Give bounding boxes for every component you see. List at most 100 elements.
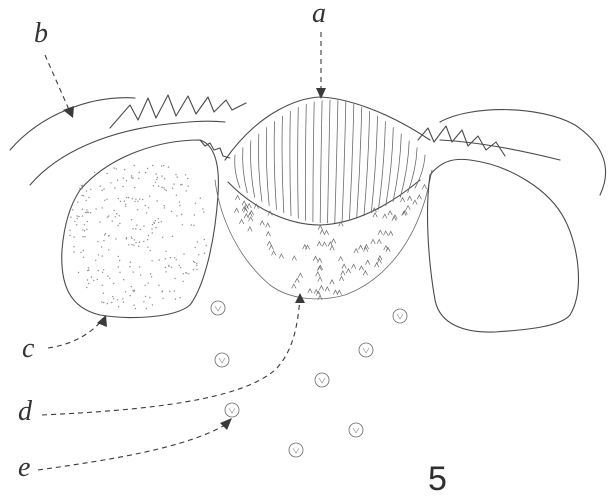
stipple-dot xyxy=(126,180,127,181)
right-lobe xyxy=(428,110,606,332)
stipple-dot xyxy=(102,285,103,286)
stipple-dot xyxy=(172,236,173,237)
stipple-dot xyxy=(125,206,126,207)
stipple-dot xyxy=(137,209,138,210)
denticle xyxy=(317,242,321,246)
stipple-dot xyxy=(118,225,119,226)
stipple-dot xyxy=(130,295,131,296)
denticle xyxy=(325,287,329,291)
stipple-dot xyxy=(179,265,180,266)
comb-striation xyxy=(298,107,299,218)
stipple-dot xyxy=(88,267,89,268)
stipple-dot xyxy=(111,302,112,303)
stipple-dot xyxy=(125,291,126,292)
denticle xyxy=(260,221,264,225)
stipple-dot xyxy=(107,303,108,304)
stipple-dot xyxy=(140,229,141,230)
stipple-dot xyxy=(183,253,184,254)
stipple-dot xyxy=(153,185,154,186)
comb-striation xyxy=(400,141,409,197)
stipple-dot xyxy=(143,225,144,226)
stipple-dot xyxy=(69,230,70,231)
stipple-dot xyxy=(156,173,157,174)
denticle xyxy=(292,256,296,260)
stipple-dot xyxy=(101,301,102,302)
stipple-dot xyxy=(118,198,119,199)
stipple-dot xyxy=(185,272,186,273)
denticle xyxy=(400,198,404,202)
stipple-dot xyxy=(140,274,141,275)
denticle xyxy=(318,258,322,262)
denticle xyxy=(373,213,377,217)
stipple-dot xyxy=(134,290,135,291)
stipple-dot xyxy=(202,208,203,209)
stipple-dot xyxy=(94,172,95,173)
stipple-dot xyxy=(103,269,104,270)
denticle xyxy=(346,269,350,273)
stipple-dot xyxy=(145,172,146,173)
denticle xyxy=(388,211,392,215)
stipple-dot xyxy=(134,305,135,306)
denticle xyxy=(384,231,388,235)
denticle xyxy=(406,206,410,210)
stipple-dot xyxy=(171,211,172,212)
stipple-dot xyxy=(179,201,180,202)
stipple-dot xyxy=(196,265,197,266)
stipple-dot xyxy=(163,187,164,188)
papilla-core xyxy=(219,358,225,363)
stipple-dot xyxy=(153,222,154,223)
stipple-dot xyxy=(81,185,82,186)
stipple-dot xyxy=(134,187,135,188)
comb-striation xyxy=(243,148,248,193)
stipple-dot xyxy=(105,233,106,234)
denticle xyxy=(272,251,276,255)
stipple-dot xyxy=(150,273,151,274)
denticle xyxy=(313,256,317,260)
label-e: e xyxy=(18,452,30,483)
stipple-dot xyxy=(176,195,177,196)
leader-a xyxy=(316,32,326,99)
stipple-dot xyxy=(195,203,196,204)
stipple-dot xyxy=(143,301,144,302)
stipple-dot xyxy=(177,176,178,177)
stipple-dot xyxy=(145,285,146,286)
stipple-dot xyxy=(155,220,156,221)
comb-striation xyxy=(258,134,261,201)
comb-striation xyxy=(266,128,269,206)
denticle xyxy=(408,196,412,200)
stipple-dot xyxy=(136,224,137,225)
stipple-dot xyxy=(196,263,197,264)
stipple-dot xyxy=(87,279,88,280)
stipple-dot xyxy=(151,276,152,277)
stipple-dot xyxy=(108,215,109,216)
stipple-dot xyxy=(162,237,163,238)
comb-striation xyxy=(335,101,338,223)
label-a: a xyxy=(312,0,326,29)
denticle xyxy=(417,195,421,199)
denticle xyxy=(235,195,239,199)
denticle xyxy=(359,245,363,249)
stipple-dot xyxy=(142,199,143,200)
stipple-dot xyxy=(132,290,133,291)
stipple-dot xyxy=(90,212,91,213)
stipple-dot xyxy=(118,306,119,307)
stipple-dot xyxy=(69,235,70,236)
stipple-dot xyxy=(113,167,114,168)
stipple-dot xyxy=(204,253,205,254)
basal-denticles xyxy=(234,185,426,300)
leader-b xyxy=(45,55,74,118)
stipple-dot xyxy=(81,188,82,189)
comb-striation xyxy=(386,128,394,206)
stipple-dot xyxy=(104,200,105,201)
stipple-dot xyxy=(98,254,99,255)
stipple-dot xyxy=(131,236,132,237)
stipple-dot xyxy=(97,241,98,242)
stipple-dot xyxy=(84,230,85,231)
denticle xyxy=(269,245,273,249)
stipple-dot xyxy=(138,246,139,247)
stipple-dot xyxy=(163,205,164,206)
denticle xyxy=(378,230,382,234)
denticle xyxy=(354,249,358,253)
stipple-dot xyxy=(161,221,162,222)
stipple-dot xyxy=(191,224,192,225)
